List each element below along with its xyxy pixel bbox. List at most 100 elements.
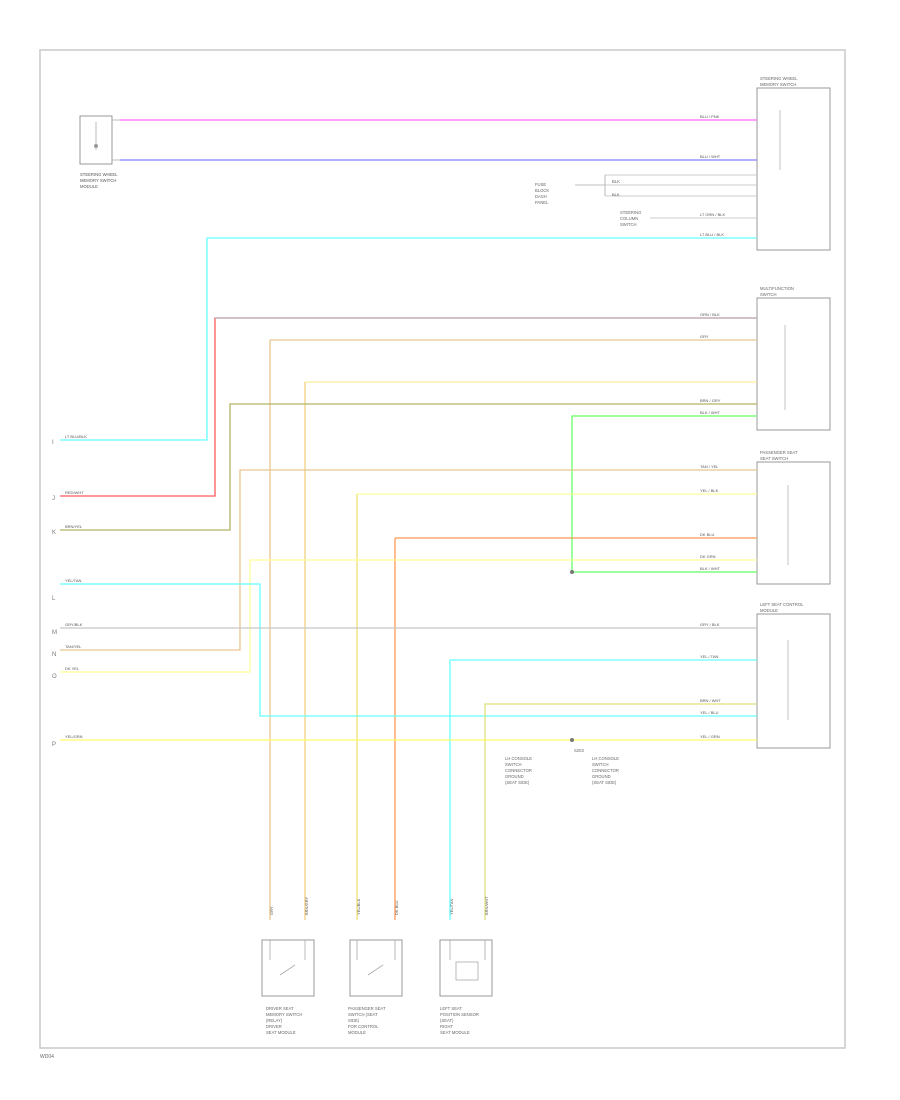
- wl-tan2: TAN / YEL: [700, 464, 719, 469]
- footer-code: WD04: [40, 1054, 54, 1060]
- top-left-label-1: STEERING WHEEL: [80, 172, 118, 177]
- bwl-6: BRN/WHT: [484, 896, 489, 915]
- wl-pink: BLU / PNK: [700, 114, 720, 119]
- steering-ctrl-label-3: SWITCH: [620, 222, 637, 227]
- b3-l3: (SEAT): [440, 1018, 454, 1023]
- wire-olive-2: [484, 703, 757, 920]
- bwl-5: YEL/TAN: [449, 899, 454, 915]
- ll-yellow: DK YEL: [65, 666, 80, 671]
- wl-cyan3: YEL / TAN: [700, 654, 718, 659]
- left-letter-4: L: [52, 596, 56, 602]
- splice-left-5: (SEAT SIDE): [505, 780, 530, 785]
- module-3-label-1: PASSENGER SEAT: [760, 450, 798, 455]
- module-4-label-2: MODULE: [760, 608, 778, 613]
- left-letter-5: M: [52, 630, 57, 636]
- splice-top-label: S203: [574, 748, 584, 753]
- b3-l4: RIGHT: [440, 1024, 453, 1029]
- wire-yellow-3: [60, 559, 757, 673]
- splice-right-1: LH CONSOLE: [592, 756, 619, 761]
- top-left-label-3: MODULE: [80, 184, 98, 189]
- ll-olive: BRN/YEL: [65, 524, 83, 529]
- bottom-component-2: PASSENGER SEAT SWITCH (SEAT SIDE) FOR CO…: [348, 939, 403, 1035]
- wl-green: BLK / WHT: [700, 410, 721, 415]
- ll-tan: TAN/YEL: [65, 644, 82, 649]
- bwl-1: GRY: [269, 906, 274, 915]
- wire-cyan-3: [449, 659, 757, 920]
- left-letter-3: K: [52, 530, 56, 536]
- fuse-block: FUSE BLOCK DASH PANEL BLK: [535, 174, 757, 205]
- module-2-label-2: SWITCH: [760, 292, 777, 297]
- b3-l2: POSITION SENSOR: [440, 1012, 479, 1017]
- bwl-2: BRN/GRY: [304, 897, 309, 915]
- diagram-border: [39, 49, 846, 1049]
- module-1: STEERING WHEEL MEMORY SWITCH: [756, 76, 831, 251]
- wl-olive3: BRN / WHT: [700, 698, 721, 703]
- fuse-label-2: BLOCK: [535, 188, 549, 193]
- b2-l1: PASSENGER SEAT: [348, 1006, 386, 1011]
- wl-blue: BLU / WHT: [700, 154, 721, 159]
- ll-cyan2: YEL/TAN: [65, 578, 81, 583]
- module-3-label-2: SEAT SWITCH: [760, 456, 788, 461]
- splice-right-4: GROUND: [592, 774, 611, 779]
- left-edge-labels: LT BLU/BLK RED/WHT BRN/YEL YEL/TAN GRY/B…: [52, 434, 87, 748]
- bwl-4: DK BLU: [394, 900, 399, 915]
- bottom-component-3: LEFT SEAT POSITION SENSOR (SEAT) RIGHT S…: [439, 939, 493, 1035]
- b1-l1: DRIVER SEAT: [266, 1006, 294, 1011]
- splice-left-1: LH CONSOLE: [505, 756, 532, 761]
- steering-column-switch: STEERING COLUMN SWITCH: [620, 210, 757, 227]
- steering-ctrl-label-2: COLUMN: [620, 216, 638, 221]
- wl-gray: ORN / BLK: [700, 312, 720, 317]
- left-letter-8: P: [52, 742, 56, 748]
- b1-l2: MEMORY SWITCH: [266, 1012, 302, 1017]
- b3-l1: LEFT SEAT: [440, 1006, 462, 1011]
- right-wire-labels: BLU / PNK BLU / WHT LT BLU / BLK ORN / B…: [612, 114, 726, 739]
- left-letter-7: O: [52, 674, 57, 680]
- wire-olive: [60, 403, 757, 531]
- wl-cyan3b: YEL / BLU: [700, 710, 719, 715]
- wire-cyan-1: [60, 237, 757, 441]
- splice-right-2: SWITCH: [592, 762, 609, 767]
- wl-yellow-bot: YEL / GRN: [700, 734, 720, 739]
- wl-lt-grn: LT GRN / BLK: [700, 212, 726, 217]
- left-letter-1: I: [52, 440, 54, 446]
- b1-l3: (RELAY): [266, 1018, 283, 1023]
- wl-orange: DK BLU: [700, 532, 715, 537]
- module-4: LEFT SEAT CONTROL MODULE: [756, 602, 831, 749]
- fuse-label-3: DASH: [535, 194, 547, 199]
- wl-blk2: BLK: [612, 192, 620, 197]
- wl-tan: GRY: [700, 334, 709, 339]
- splice-left-4: GROUND: [505, 774, 524, 779]
- module-3: PASSENGER SEAT SEAT SWITCH: [756, 450, 831, 585]
- wire-blk-label: BLK: [612, 179, 620, 184]
- b2-l4: FOR CONTROL: [348, 1024, 379, 1029]
- module-2: MULTIFUNCTION SWITCH: [756, 286, 831, 431]
- wl-dkgrn: DK GRN: [700, 554, 716, 559]
- splice-left-2: SWITCH: [505, 762, 522, 767]
- ll-yellow-bot: YEL/GRN: [65, 734, 83, 739]
- wl-gray3: GRY / BLK: [700, 622, 720, 627]
- fuse-label-4: PANEL: [535, 200, 549, 205]
- module-1-label-2: MEMORY SWITCH: [760, 82, 796, 87]
- ll-cyan: LT BLU/BLK: [65, 434, 87, 439]
- steering-ctrl-label-1: STEERING: [620, 210, 641, 215]
- top-left-label-2: MEMORY SWITCH: [80, 178, 116, 183]
- left-letter-2: J: [52, 496, 55, 502]
- splice-left-3: CONNECTOR: [505, 768, 532, 773]
- wl-yellow2: YEL / BLK: [700, 488, 719, 493]
- splice-s203: S203 LH CONSOLE SWITCH CONNECTOR GROUND …: [505, 570, 619, 785]
- b1-l5: SEAT MODULE: [266, 1030, 296, 1035]
- wl-blk-wht-2: BLK / WHT: [700, 566, 721, 571]
- steering-wheel-memory-switch-module: STEERING WHEEL MEMORY SWITCH MODULE: [79, 115, 120, 189]
- wl-cyan: LT BLU / BLK: [700, 232, 724, 237]
- module-4-label-1: LEFT SEAT CONTROL: [760, 602, 804, 607]
- b3-l5: SEAT MODULE: [440, 1030, 470, 1035]
- b2-l3: SIDE): [348, 1018, 360, 1023]
- bottom-component-1: DRIVER SEAT MEMORY SWITCH (RELAY) DRIVER…: [261, 939, 315, 1035]
- ll-red: RED/WHT: [65, 490, 84, 495]
- fuse-label-1: FUSE: [535, 182, 546, 187]
- wl-olive: BRN / GRY: [700, 398, 721, 403]
- b1-l4: DRIVER: [266, 1024, 282, 1029]
- b2-l2: SWITCH (SEAT: [348, 1012, 378, 1017]
- wire-cyan-2: [60, 583, 757, 717]
